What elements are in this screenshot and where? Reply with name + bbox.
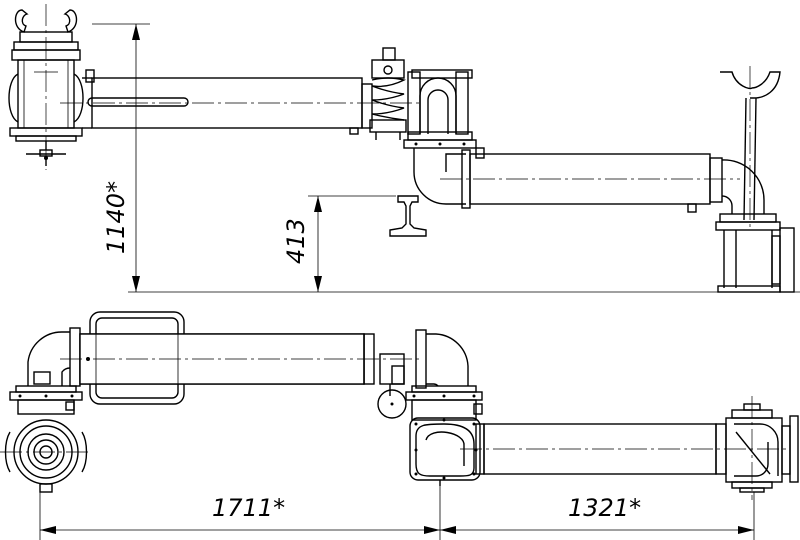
coupling-head-plan bbox=[0, 419, 90, 493]
height-rail-label: 413 bbox=[282, 218, 310, 264]
swivel-elbow-left-plan bbox=[9, 327, 83, 415]
tube-2-plan bbox=[460, 423, 790, 475]
dim-lengths: 1711* 1321* bbox=[39, 484, 755, 540]
rail-profile bbox=[389, 195, 427, 237]
dim-height-rail: 413 bbox=[282, 195, 396, 292]
length-first-arm-label: 1711* bbox=[212, 494, 285, 522]
plan-view: 1711* 1321* bbox=[0, 311, 799, 540]
tube-2-side bbox=[413, 147, 740, 213]
spring-balancer bbox=[369, 47, 407, 140]
swivel-elbow-right-plan bbox=[405, 329, 483, 421]
length-second-arm-label: 1321* bbox=[568, 494, 641, 522]
tube-1-plan bbox=[60, 311, 420, 405]
square-flange-plan bbox=[409, 417, 481, 486]
rest-fork bbox=[720, 66, 781, 230]
dim-height-total: 1140* bbox=[92, 23, 150, 292]
base-elbow-plan bbox=[725, 396, 799, 500]
side-view: 1140* 413 bbox=[8, 4, 800, 293]
spring-balancer-plan bbox=[377, 353, 407, 419]
tube-1-side bbox=[60, 69, 420, 135]
swivel-elbow-side bbox=[403, 69, 477, 149]
coupling-head-side bbox=[8, 4, 84, 170]
height-total-label: 1140* bbox=[102, 181, 130, 254]
